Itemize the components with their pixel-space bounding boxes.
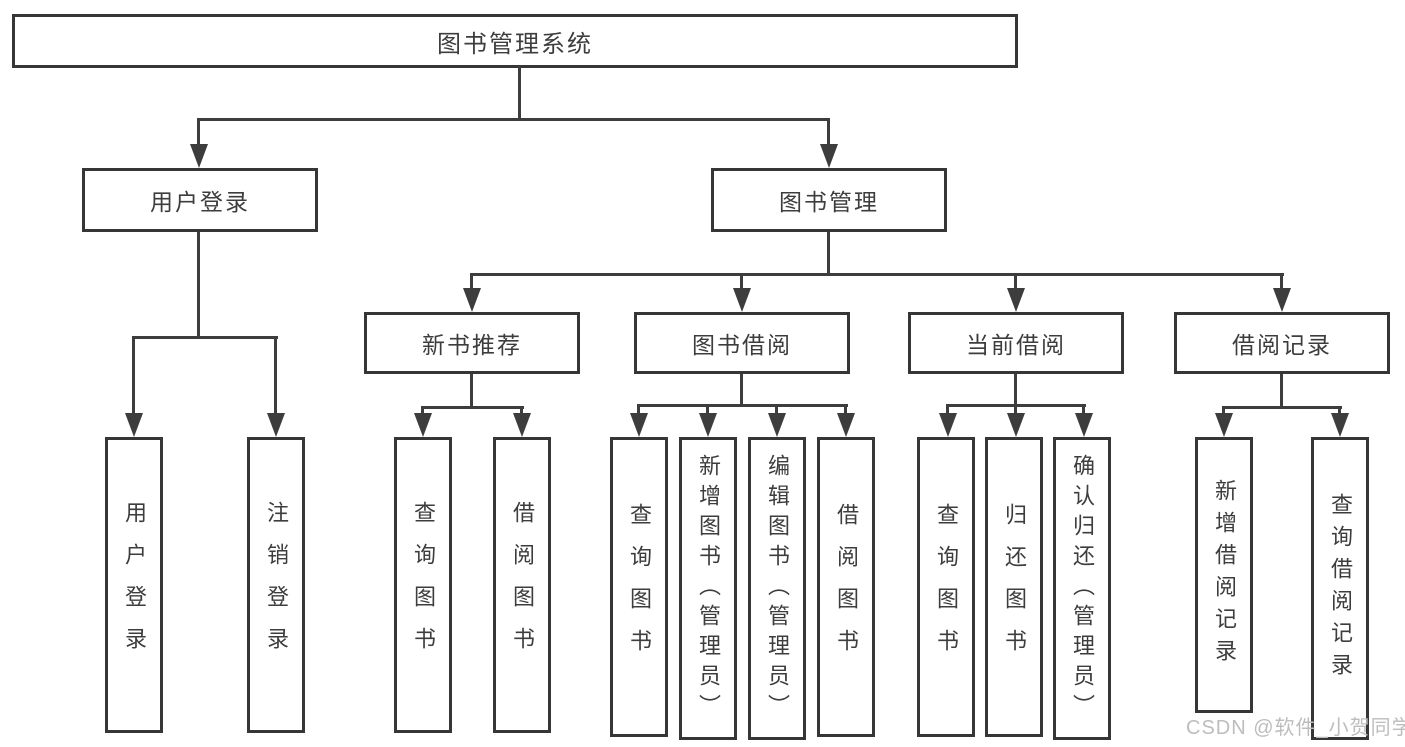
leaf-bb-query-books: 查询图书 [610,437,668,737]
leaf-nb-borrow-books: 借阅图书 [493,437,551,733]
leaf-bb-edit-book-admin: 编辑图书（管理员） [748,437,806,740]
connector-cb-confirm-drop [1082,404,1085,415]
leaf-nb-borrow-books-label: 借阅图书 [510,501,535,669]
leaf-br-query-record: 查询借阅记录 [1311,437,1369,740]
arrowhead-new-book [463,288,481,312]
connector-leaf-logout-drop [274,336,277,414]
connector-cb-query-drop [946,404,949,415]
leaf-bb-edit-book-admin-label: 编辑图书（管理员） [765,453,790,724]
leaf-logout: 注销登录 [247,437,305,733]
connector-borrow-rail [637,404,848,407]
arrowhead-user-login [190,144,208,168]
arrowhead-br-add [1215,413,1233,437]
leaf-br-query-record-label: 查询借阅记录 [1328,492,1353,685]
node-user-login-label: 用户登录 [150,189,250,215]
arrowhead-leaf-login [125,413,143,437]
leaf-bb-borrow-books: 借阅图书 [817,437,875,737]
arrowhead-bb-query [630,413,648,437]
connector-user-login-drop [197,118,200,145]
leaf-bb-borrow-books-label: 借阅图书 [834,503,859,671]
connector-bb-edit-drop [775,404,778,415]
connector-root-stub [518,66,521,121]
connector-new-book-rail [421,406,524,409]
connector-new-book-drop [470,273,473,290]
node-book-management: 图书管理 [711,168,947,232]
connector-bb-add-drop [706,404,709,415]
leaf-nb-query-books-label: 查询图书 [411,501,436,669]
arrowhead-nb-query [414,413,432,437]
node-library-system: 图书管理系统 [12,14,1018,68]
arrowhead-book-mgmt [820,144,838,168]
node-new-book-recommend: 新书推荐 [364,312,580,374]
connector-current-drop [1014,273,1017,290]
connector-cb-return-drop [1014,404,1017,415]
leaf-cb-query-books: 查询图书 [917,437,975,737]
leaf-bb-add-book-admin: 新增图书（管理员） [679,437,737,740]
connector-current-stub [1014,374,1017,407]
connector-borrow-drop [740,273,743,290]
connector-records-stub [1280,374,1283,409]
arrowhead-leaf-logout [267,413,285,437]
node-new-book-recommend-label: 新书推荐 [422,332,522,358]
arrowhead-cb-confirm [1075,413,1093,437]
connector-records-drop [1280,273,1283,290]
arrowhead-bb-borrow [837,413,855,437]
node-user-login: 用户登录 [82,168,318,232]
connector-bb-query-drop [637,404,640,415]
leaf-br-add-record: 新增借阅记录 [1195,437,1253,713]
node-library-system-label: 图书管理系统 [437,30,593,58]
leaf-cb-confirm-return-admin-label: 确认归还（管理员） [1070,453,1095,724]
connector-leaf-login-drop [132,336,135,414]
connector-level3-rail [470,273,1284,276]
connector-records-rail [1222,406,1342,409]
leaf-logout-label: 注销登录 [264,501,289,669]
leaf-bb-query-books-label: 查询图书 [627,503,652,671]
connector-book-mgmt-drop [827,118,830,145]
node-book-borrow: 图书借阅 [634,312,850,374]
leaf-cb-return-books-label: 归还图书 [1002,503,1027,671]
arrowhead-cb-return [1007,413,1025,437]
node-book-management-label: 图书管理 [779,189,879,215]
leaf-br-add-record-label: 新增借阅记录 [1212,479,1237,671]
connector-nb-borrow-drop [520,406,523,415]
leaf-cb-query-books-label: 查询图书 [934,503,959,671]
connector-borrow-stub [740,374,743,407]
arrowhead-current [1007,288,1025,312]
connector-bb-borrow-drop [844,404,847,415]
arrowhead-records [1273,288,1291,312]
node-borrow-records-label: 借阅记录 [1232,332,1332,358]
connector-nb-query-drop [421,406,424,415]
connector-user-login-stub [197,232,200,339]
leaf-user-login-label: 用户登录 [122,501,147,669]
connector-level2-rail [197,118,830,121]
arrowhead-cb-query [939,413,957,437]
connector-book-mgmt-stub [827,232,830,276]
node-book-borrow-label: 图书借阅 [692,332,792,358]
leaf-cb-return-books: 归还图书 [985,437,1043,737]
arrowhead-borrow [733,288,751,312]
leaf-bb-add-book-admin-label: 新增图书（管理员） [696,453,721,724]
connector-user-login-rail [132,336,278,339]
leaf-user-login: 用户登录 [105,437,163,733]
node-current-borrow-label: 当前借阅 [966,332,1066,358]
arrowhead-nb-borrow [513,413,531,437]
arrowhead-bb-add [699,413,717,437]
connector-new-book-stub [470,374,473,409]
connector-br-query-drop [1338,406,1341,415]
arrowhead-br-query [1331,413,1349,437]
connector-br-add-drop [1222,406,1225,415]
node-borrow-records: 借阅记录 [1174,312,1390,374]
csdn-watermark: CSDN @软件_小贺同学 [1186,717,1405,739]
node-current-borrow: 当前借阅 [908,312,1124,374]
leaf-nb-query-books: 查询图书 [394,437,452,733]
leaf-cb-confirm-return-admin: 确认归还（管理员） [1053,437,1111,740]
arrowhead-bb-edit [768,413,786,437]
